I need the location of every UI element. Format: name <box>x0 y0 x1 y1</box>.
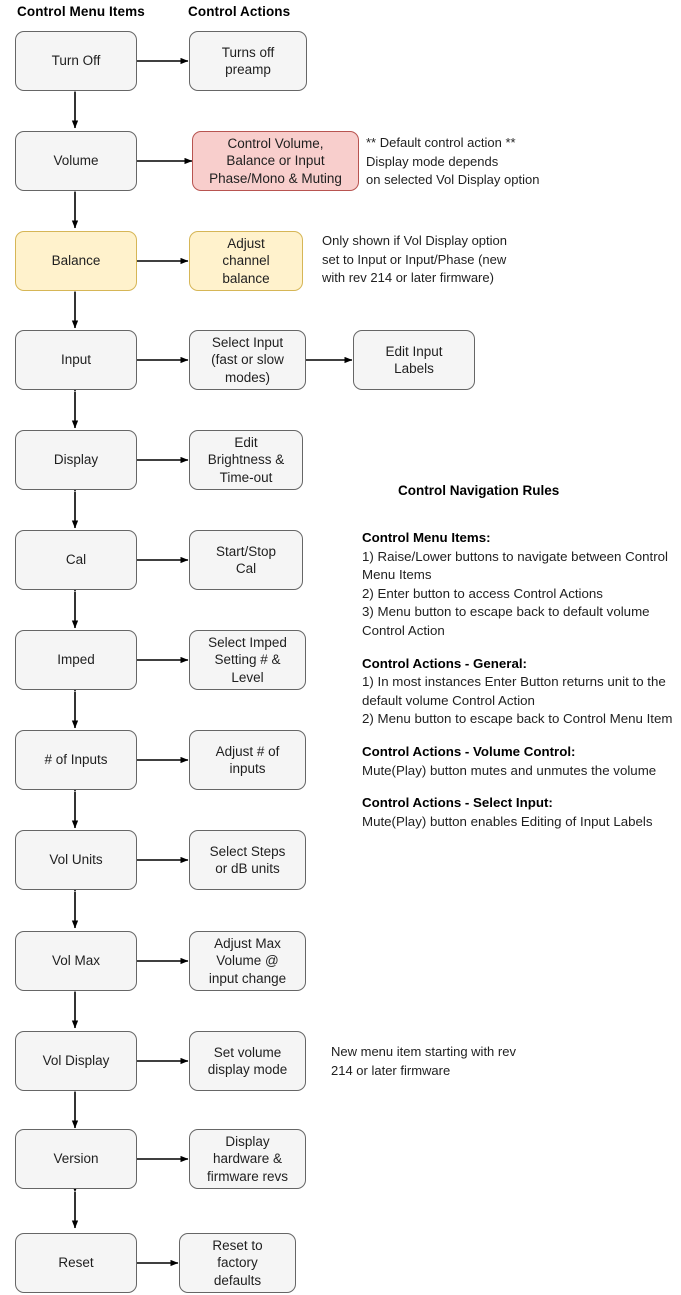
rules-section-volume-control: Control Actions - Volume Control: Mute(P… <box>362 743 681 780</box>
rules-body-volume-control: Mute(Play) button mutes and unmutes the … <box>362 762 657 778</box>
menu-item-cal[interactable]: Cal <box>15 530 137 590</box>
action-adjust-channel-balance[interactable]: Adjust channel balance <box>189 231 303 291</box>
column-header-control-actions: Control Actions <box>188 4 291 19</box>
menu-item-reset[interactable]: Reset <box>15 1233 137 1293</box>
rules-section-actions-general: Control Actions - General: 1) In most in… <box>362 655 681 729</box>
rules-panel: Control Menu Items: 1) Raise/Lower butto… <box>362 529 681 831</box>
menu-item-input[interactable]: Input <box>15 330 137 390</box>
rules-heading-volume-control: Control Actions - Volume Control: <box>362 743 576 759</box>
action-adjust-number-of-inputs[interactable]: Adjust # of inputs <box>189 730 306 790</box>
menu-item-number-of-inputs[interactable]: # of Inputs <box>15 730 137 790</box>
menu-item-imped[interactable]: Imped <box>15 630 137 690</box>
action-display-hardware-firmware-revs[interactable]: Display hardware & firmware revs <box>189 1129 306 1189</box>
rules-heading-menu-items: Control Menu Items: <box>362 530 491 545</box>
action-set-volume-display-mode[interactable]: Set volume display mode <box>189 1031 306 1091</box>
rules-heading-actions-general: Control Actions - General: <box>362 655 527 671</box>
action-adjust-max-volume[interactable]: Adjust Max Volume @ input change <box>189 931 306 991</box>
action-turns-off-preamp[interactable]: Turns off preamp <box>189 31 307 91</box>
menu-item-display[interactable]: Display <box>15 430 137 490</box>
action-reset-to-factory-defaults[interactable]: Reset to factory defaults <box>179 1233 296 1293</box>
menu-item-turn-off[interactable]: Turn Off <box>15 31 137 91</box>
rules-section-select-input: Control Actions - Select Input: Mute(Pla… <box>362 794 681 831</box>
rules-section-menu-items: Control Menu Items: 1) Raise/Lower butto… <box>362 529 681 641</box>
menu-item-vol-display[interactable]: Vol Display <box>15 1031 137 1091</box>
menu-item-version[interactable]: Version <box>15 1129 137 1189</box>
action-select-input[interactable]: Select Input (fast or slow modes) <box>189 330 306 390</box>
rules-panel-title: Control Navigation Rules <box>398 483 560 498</box>
rules-body-select-input: Mute(Play) button enables Editing of Inp… <box>362 813 653 829</box>
note-volume-default-action: ** Default control action ** Display mod… <box>366 135 540 187</box>
rules-body-menu-items: 1) Raise/Lower buttons to navigate betwe… <box>362 548 669 638</box>
column-header-control-menu-items: Control Menu Items <box>17 4 145 19</box>
action-select-imped-setting[interactable]: Select Imped Setting # & Level <box>189 630 306 690</box>
note-vol-display-new: New menu item starting with rev 214 or l… <box>331 1044 516 1078</box>
rules-body-actions-general: 1) In most instances Enter Button return… <box>362 674 673 727</box>
note-balance-visibility: Only shown if Vol Display option set to … <box>322 233 507 285</box>
menu-item-volume[interactable]: Volume <box>15 131 137 191</box>
rules-heading-select-input: Control Actions - Select Input: <box>362 795 553 811</box>
menu-item-balance[interactable]: Balance <box>15 231 137 291</box>
action-start-stop-cal[interactable]: Start/Stop Cal <box>189 530 303 590</box>
menu-item-vol-units[interactable]: Vol Units <box>15 830 137 890</box>
action-select-steps-or-db[interactable]: Select Steps or dB units <box>189 830 306 890</box>
action-edit-input-labels[interactable]: Edit Input Labels <box>353 330 475 390</box>
menu-item-vol-max[interactable]: Vol Max <box>15 931 137 991</box>
action-edit-brightness-timeout[interactable]: Edit Brightness & Time-out <box>189 430 303 490</box>
action-control-volume-balance-input-phase[interactable]: Control Volume, Balance or Input Phase/M… <box>192 131 359 191</box>
